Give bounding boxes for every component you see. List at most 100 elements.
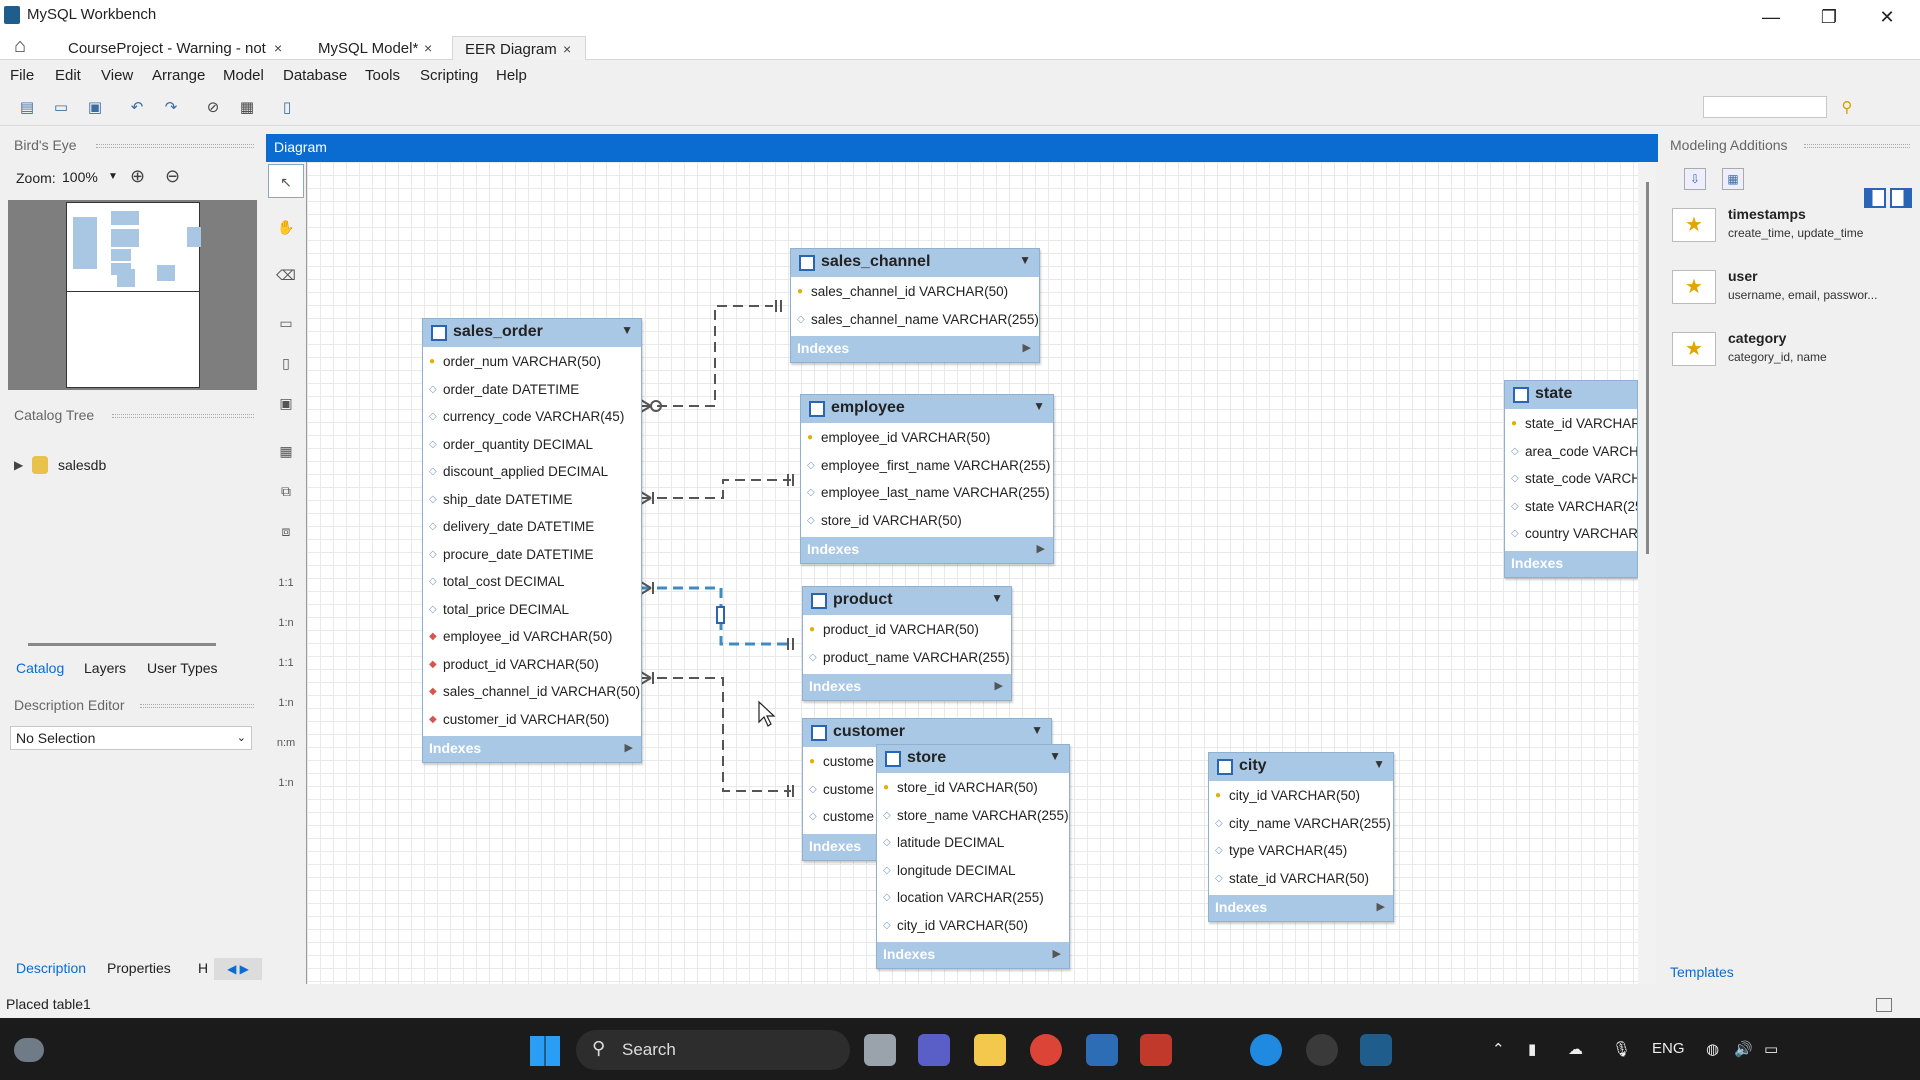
column-row[interactable]: ◇store_id VARCHAR(50) (807, 512, 962, 528)
column-row[interactable]: ◇city_name VARCHAR(255) (1215, 815, 1391, 831)
snippet-category[interactable]: ★ category category_id, name (1670, 326, 1910, 386)
indexes-section[interactable]: Indexes▶ (1209, 895, 1393, 921)
menu-tools[interactable]: Tools (365, 67, 401, 84)
tab-description[interactable]: Description (16, 960, 87, 976)
hand-tool-icon[interactable]: ✋ (277, 219, 295, 235)
tray-expand-icon[interactable]: ⌃ (1492, 1041, 1505, 1058)
menu-help[interactable]: Help (496, 67, 527, 84)
redo-icon[interactable]: ↷ (164, 99, 178, 116)
snippet-timestamps[interactable]: ★ timestamps create_time, update_time (1670, 202, 1910, 262)
column-row[interactable]: ◇area_code VARCH/ (1511, 443, 1638, 459)
er-table-product[interactable]: product▼ ●product_id VARCHAR(50) ◇produc… (802, 586, 1012, 701)
tab-eer-diagram[interactable]: EER Diagram × (452, 36, 586, 60)
relationship-1-n-non-identifying-icon[interactable]: 1:n (278, 617, 294, 629)
tab-close-icon[interactable]: × (563, 41, 572, 57)
column-row[interactable]: ◇state VARCHAR(25 (1511, 498, 1638, 514)
taskbar-search[interactable]: ⚲ Search (576, 1030, 850, 1070)
snippet-user[interactable]: ★ user username, email, passwor... (1670, 264, 1910, 324)
relationship-1-1-identifying-icon[interactable]: 1:1 (278, 657, 294, 669)
indexes-section[interactable]: Indexes▶ (801, 537, 1053, 563)
table-tool-icon[interactable]: ▦ (279, 443, 293, 459)
new-model-icon[interactable]: ▤ (19, 99, 35, 116)
indexes-section[interactable]: Indexes▶ (877, 942, 1069, 968)
er-table-store[interactable]: store▼ ●store_id VARCHAR(50) ◇store_name… (876, 744, 1070, 969)
catalog-db-item[interactable]: salesdb (58, 457, 107, 473)
add-snippet-icon[interactable]: ⇩ (1684, 168, 1706, 190)
toggle-secondary-sidebar-icon[interactable] (1890, 188, 1912, 208)
description-object-select[interactable]: No Selection ⌄ (10, 726, 252, 750)
toolbar-search-input[interactable] (1703, 96, 1827, 118)
indexes-section[interactable]: Indexes▶ (423, 736, 641, 762)
chrome-icon[interactable] (1030, 1034, 1062, 1066)
collapse-icon[interactable]: ▼ (1033, 399, 1045, 413)
column-row[interactable]: ◆employee_id VARCHAR(50) (429, 629, 613, 644)
indexes-section[interactable]: Indexes (1505, 550, 1637, 577)
tab-layers[interactable]: Layers (84, 660, 127, 676)
eraser-tool-icon[interactable]: ⌫ (276, 267, 296, 283)
collapse-icon[interactable]: ▼ (1019, 253, 1031, 267)
column-row[interactable]: ◇custome (809, 809, 875, 824)
network-icon[interactable]: ◍ (1706, 1041, 1720, 1058)
microphone-icon[interactable]: 🎙 (1612, 1041, 1632, 1058)
collapse-icon[interactable]: ▼ (1373, 757, 1385, 771)
column-row[interactable]: ◆customer_id VARCHAR(50) (429, 711, 610, 727)
column-row[interactable]: ●store_id VARCHAR(50) (883, 780, 1038, 795)
language-indicator[interactable]: ENG (1652, 1040, 1685, 1057)
column-row[interactable]: ◆product_id VARCHAR(50) (429, 656, 599, 672)
column-row[interactable]: ◇state_code VARCH (1511, 471, 1638, 486)
indexes-section[interactable]: Indexes▶ (803, 674, 1011, 700)
expand-arrow-icon[interactable]: ▶ (14, 458, 24, 472)
column-row[interactable]: ◇country VARCHAR( (1511, 526, 1638, 541)
column-row[interactable]: ●employee_id VARCHAR(50) (807, 430, 991, 445)
undo-icon[interactable]: ↶ (130, 99, 144, 116)
zoom-out-icon[interactable]: ⊖ (165, 166, 181, 186)
save-model-icon[interactable]: ▣ (87, 99, 103, 116)
menu-edit[interactable]: Edit (55, 67, 81, 84)
canvas-v-scrollbar[interactable] (1638, 162, 1656, 984)
restore-button[interactable]: ❐ (1820, 7, 1838, 27)
mysql-workbench-taskbar-icon[interactable] (1360, 1034, 1392, 1066)
collapse-icon[interactable]: ▼ (1031, 723, 1043, 737)
chat-icon[interactable] (918, 1034, 950, 1066)
view-tool-icon[interactable]: ⧉ (281, 483, 291, 499)
volume-icon[interactable]: 🔊 (1734, 1041, 1753, 1058)
relationship-1-n-identifying-icon[interactable]: 1:n (278, 697, 294, 709)
relationship-1-1-non-identifying-icon[interactable]: 1:1 (278, 577, 294, 589)
column-row[interactable]: ◇order_date DATETIME (429, 381, 580, 397)
tab-properties[interactable]: Properties (107, 960, 171, 976)
menu-view[interactable]: View (101, 67, 134, 84)
tab-course-project[interactable]: CourseProject - Warning - not sup... × (56, 36, 290, 74)
menu-arrange[interactable]: Arrange (152, 67, 206, 84)
tab-templates[interactable]: Templates (1670, 964, 1734, 980)
column-row[interactable]: ◇currency_code VARCHAR(45) (429, 409, 625, 424)
column-row[interactable]: ◇custome (809, 781, 875, 797)
column-row[interactable]: ●sales_channel_id VARCHAR(50) (797, 284, 1009, 299)
tab-mysql-model[interactable]: MySQL Model* × (306, 36, 440, 60)
column-row[interactable]: ●order_num VARCHAR(50) (429, 354, 602, 369)
column-row[interactable]: ◇longitude DECIMAL (883, 862, 1016, 878)
column-row[interactable]: ◇delivery_date DATETIME (429, 519, 595, 534)
column-row[interactable]: ◆sales_channel_id VARCHAR(50) (429, 684, 641, 699)
export-icon[interactable]: ▯ (282, 99, 292, 116)
column-row[interactable]: ◇order_quantity DECIMAL (429, 436, 594, 452)
home-icon[interactable]: ⌂ (14, 35, 27, 57)
menu-file[interactable]: File (10, 67, 35, 84)
relationship-n-m-icon[interactable]: n:m (276, 737, 296, 749)
er-table-state[interactable]: state ●state_id VARCHAR ◇area_code VARCH… (1504, 380, 1638, 578)
windows-start-icon[interactable] (530, 1036, 560, 1066)
menu-database[interactable]: Database (283, 67, 348, 84)
search-icon[interactable]: ⚲ (1841, 99, 1853, 116)
column-row[interactable]: ◇employee_last_name VARCHAR(255) (807, 485, 1050, 500)
er-table-sales-order[interactable]: sales_order▼ ●order_num VARCHAR(50) ◇ord… (422, 318, 642, 763)
align-grid-icon[interactable]: ▦ (239, 99, 255, 116)
note-tool-icon[interactable]: ▯ (282, 355, 290, 371)
column-row[interactable]: ◇state_id VARCHAR(50) (1215, 870, 1370, 886)
onedrive-icon[interactable]: ☁ (1568, 1041, 1583, 1058)
column-row[interactable]: ◇total_price DECIMAL (429, 601, 570, 617)
task-view-icon[interactable] (864, 1034, 896, 1066)
toggle-grid-icon[interactable]: ⊘ (206, 99, 220, 116)
catalog-h-scrollbar[interactable] (28, 643, 216, 646)
file-explorer-icon[interactable] (974, 1034, 1006, 1066)
er-table-employee[interactable]: employee▼ ●employee_id VARCHAR(50) ◇empl… (800, 394, 1054, 564)
column-row[interactable]: ◇ship_date DATETIME (429, 491, 573, 507)
